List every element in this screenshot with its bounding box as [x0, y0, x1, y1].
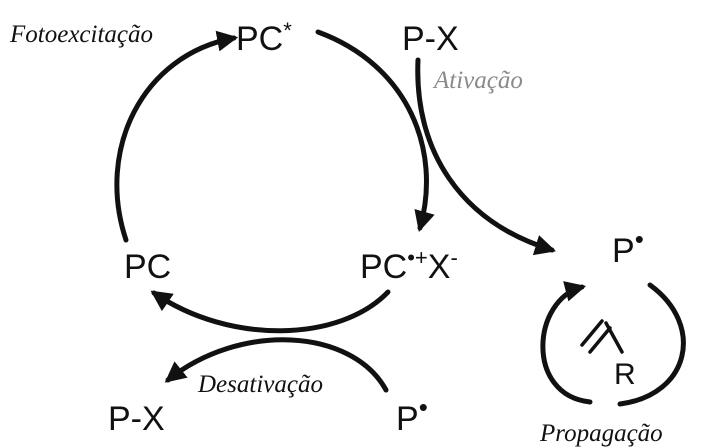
pc-excited-label: PC*: [236, 18, 292, 58]
pc-radical-cation-label: PC•+X-: [360, 245, 458, 286]
vinyl-monomer-structure: R: [580, 319, 636, 391]
arc-pc-to-pc-excited: [114, 30, 239, 243]
arc-pc-excited-to-radical: [315, 29, 435, 233]
p-radical-right-label: P•: [612, 224, 644, 270]
arc-deactivation: [164, 337, 389, 393]
step-label-photoexcitation: Fotoexcitação: [9, 21, 153, 48]
step-label-activation: Ativação: [432, 67, 523, 94]
pc-left-label: PC: [124, 248, 171, 286]
arc-activation: [415, 57, 557, 256]
monomer-r-label: R: [614, 358, 636, 391]
step-label-propagation: Propagação: [539, 420, 663, 447]
arc-propagation-loop: [540, 281, 593, 405]
arc-propagation-loop-right: [617, 282, 686, 407]
arc-radical-to-pc: [150, 289, 391, 334]
step-label-deactivation: Desativação: [197, 371, 323, 398]
px-bottom-label: P-X: [108, 400, 165, 438]
px-top-label: P-X: [402, 20, 459, 58]
p-radical-bottom-label: P•: [396, 392, 428, 438]
